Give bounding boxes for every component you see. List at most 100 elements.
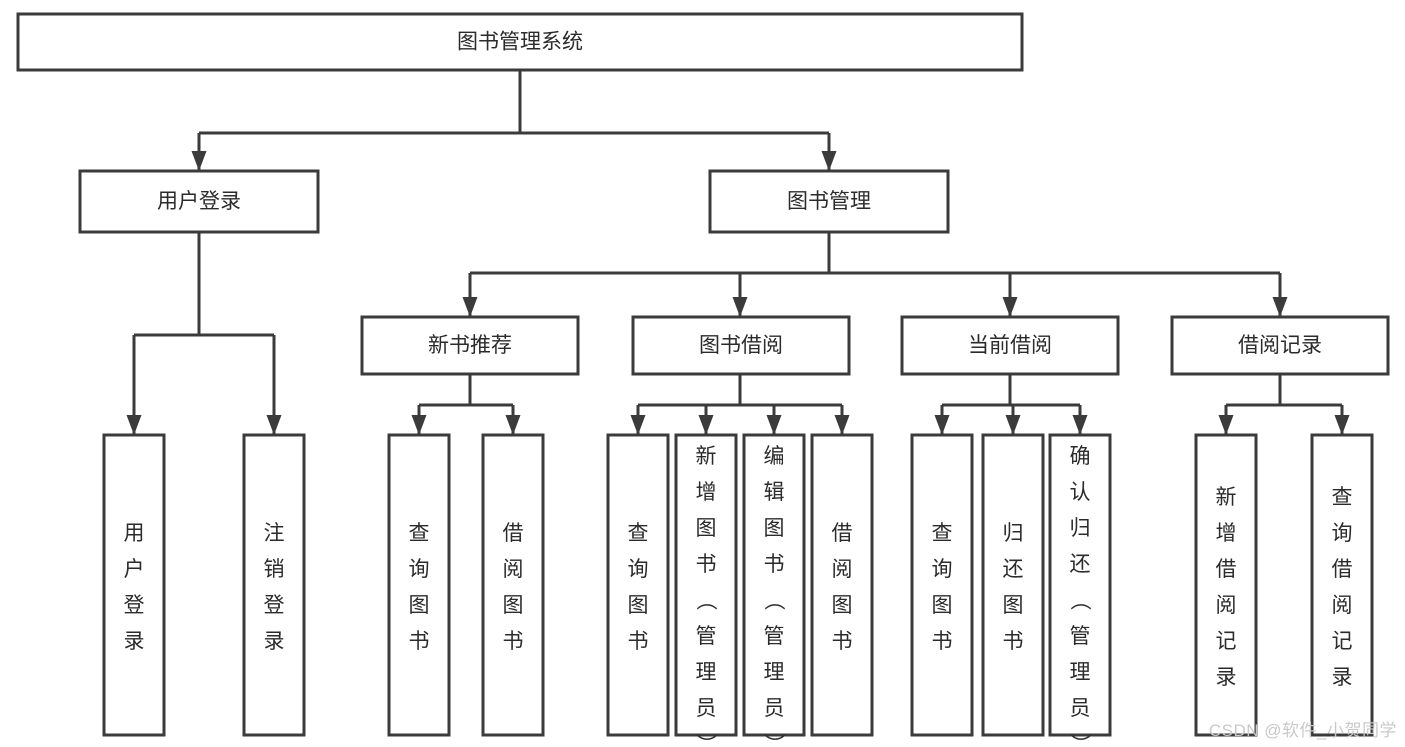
node-box-当前借阅[interactable]	[900, 315, 1120, 376]
borrow-to-leaves-arrow-1	[698, 415, 714, 435]
node-box-新增图书管理员[interactable]	[674, 433, 738, 737]
node-label-char: 理	[696, 661, 717, 684]
node-图书借阅[interactable]: 图书借阅	[631, 315, 851, 376]
node-box-图书管理系统[interactable]	[16, 12, 1024, 72]
node-label-char: 询	[409, 558, 430, 581]
borrow-to-leaves-arrow-3	[834, 415, 850, 435]
node-box-查询图书[interactable]	[387, 433, 451, 737]
node-label-char: 用	[124, 522, 145, 545]
node-label-char: 记	[1216, 630, 1237, 653]
node-label-char: 图	[932, 594, 953, 617]
node-label-char: 辑	[764, 481, 785, 504]
node-label-char: 管	[696, 625, 717, 648]
node-label-char: 员	[1070, 697, 1091, 720]
node-box-借阅记录[interactable]	[1170, 315, 1390, 376]
node-用户登录[interactable]: 用户登录	[102, 433, 166, 737]
node-label-char: ）	[762, 734, 785, 747]
node-label-char: 书	[628, 630, 649, 653]
node-label-char: 借	[503, 522, 524, 545]
node-label-图书借阅: 图书借阅	[699, 334, 783, 357]
node-box-确认归还管理员[interactable]	[1048, 433, 1112, 737]
node-label-char: 阅	[832, 558, 853, 581]
node-box-新增借阅记录[interactable]	[1194, 433, 1258, 737]
node-label-char: 借	[1332, 558, 1353, 581]
node-label-char: 新	[696, 445, 717, 468]
node-box-借阅图书[interactable]	[810, 433, 874, 737]
node-label-char: 登	[264, 594, 285, 617]
node-借阅记录[interactable]: 借阅记录	[1170, 315, 1390, 376]
book-mgmt-to-level3-arrow-1	[732, 297, 748, 317]
node-label-char: 归	[1003, 522, 1024, 545]
node-label-char: 记	[1332, 630, 1353, 653]
node-box-查询借阅记录[interactable]	[1310, 433, 1374, 737]
node-label-char: 查	[628, 522, 649, 545]
node-box-查询图书[interactable]	[606, 433, 670, 737]
current-to-leaves-arrow-1	[1005, 415, 1021, 435]
node-label-char: 录	[264, 630, 285, 653]
node-label-char: 借	[1216, 558, 1237, 581]
node-新书推荐[interactable]: 新书推荐	[360, 315, 580, 376]
node-label-char: 管	[764, 625, 785, 648]
node-label-图书管理系统: 图书管理系统	[457, 31, 583, 54]
node-label-char: 还	[1070, 553, 1091, 576]
node-label-char: ）	[1068, 734, 1091, 747]
node-label-char: 查	[1332, 486, 1353, 509]
node-box-注销登录[interactable]	[242, 433, 306, 737]
node-label-char: 书	[832, 630, 853, 653]
node-当前借阅[interactable]: 当前借阅	[900, 315, 1120, 376]
root-to-level2-arrow-0	[191, 151, 207, 171]
node-label-char: 书	[1003, 630, 1024, 653]
node-label-char: 确	[1070, 445, 1091, 468]
node-label-char: 图	[628, 594, 649, 617]
node-label-char: 增	[696, 481, 717, 504]
node-label-char: 录	[1332, 666, 1353, 689]
node-label-char: 图	[1003, 594, 1024, 617]
node-label-用户登录: 用户登录	[157, 190, 241, 213]
node-图书管理系统[interactable]: 图书管理系统	[16, 12, 1024, 72]
borrow-to-leaves-arrow-0	[630, 415, 646, 435]
node-label-char: 书	[409, 630, 430, 653]
borrow-to-leaves-arrow-2	[766, 415, 782, 435]
node-label-新书推荐: 新书推荐	[428, 334, 512, 357]
node-box-图书管理[interactable]	[708, 169, 950, 234]
node-box-用户登录[interactable]	[78, 169, 320, 234]
node-box-新书推荐[interactable]	[360, 315, 580, 376]
node-label-当前借阅: 当前借阅	[968, 334, 1052, 357]
node-图书管理[interactable]: 图书管理	[708, 169, 950, 234]
current-to-leaves-arrow-0	[934, 415, 950, 435]
new-book-to-leaves-arrow-1	[505, 415, 521, 435]
node-label-char: 注	[264, 522, 285, 545]
node-box-用户登录[interactable]	[102, 433, 166, 737]
node-label-char: 理	[1070, 661, 1091, 684]
root-to-level2-arrow-1	[821, 151, 837, 171]
node-box-查询图书[interactable]	[910, 433, 974, 737]
node-label-char: 阅	[503, 558, 524, 581]
node-label-char: （	[762, 590, 785, 611]
node-box-归还图书[interactable]	[981, 433, 1045, 737]
node-box-借阅图书[interactable]	[481, 433, 545, 737]
node-label-char: 归	[1070, 517, 1091, 540]
node-label-借阅记录: 借阅记录	[1238, 334, 1322, 357]
node-用户登录[interactable]: 用户登录	[78, 169, 320, 234]
node-label-char: （	[1068, 590, 1091, 611]
book-mgmt-to-level3-arrow-2	[1002, 297, 1018, 317]
node-label-char: 询	[1332, 522, 1353, 545]
node-box-图书借阅[interactable]	[631, 315, 851, 376]
node-box-编辑图书管理员[interactable]	[742, 433, 806, 737]
node-layer: 图书管理系统用户登录图书管理新书推荐图书借阅当前借阅借阅记录用户登录注销登录查询…	[16, 12, 1390, 747]
book-mgmt-to-level3-arrow-3	[1272, 297, 1288, 317]
node-label-char: 理	[764, 661, 785, 684]
